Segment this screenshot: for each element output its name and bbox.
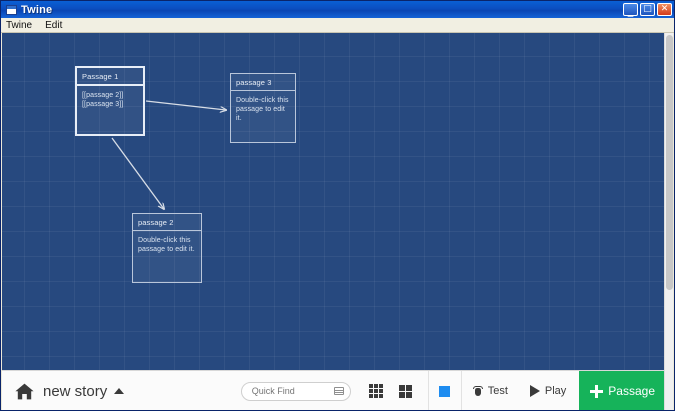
passage-excerpt: [[passage 2]] [[passage 3]] bbox=[82, 92, 124, 108]
grid-2x2-icon[interactable] bbox=[398, 384, 412, 398]
passage-node-passage-2[interactable]: passage 2 Double-click this passage to e… bbox=[132, 213, 202, 283]
home-button[interactable]: new story bbox=[2, 371, 134, 410]
add-passage-label: Passage bbox=[608, 384, 655, 398]
minimize-glyph: _ bbox=[627, 4, 634, 17]
close-glyph: ✕ bbox=[660, 4, 669, 14]
menu-item-edit[interactable]: Edit bbox=[45, 19, 63, 31]
passage-excerpt: Double-click this passage to edit it. bbox=[138, 237, 195, 253]
story-title: new story bbox=[43, 382, 108, 400]
quick-find-wrapper bbox=[240, 381, 351, 401]
menu-bar: Twine Edit bbox=[1, 18, 674, 33]
story-map-canvas[interactable]: Passage 1 [[passage 2]] [[passage 3]] pa… bbox=[2, 33, 667, 370]
close-button[interactable]: ✕ bbox=[657, 3, 672, 16]
grid-3x3-icon[interactable] bbox=[368, 384, 383, 398]
passage-node-passage-3[interactable]: passage 3 Double-click this passage to e… bbox=[230, 73, 296, 143]
bug-icon bbox=[472, 385, 483, 397]
add-passage-button[interactable]: Passage bbox=[579, 370, 667, 410]
test-button[interactable]: Test bbox=[462, 371, 519, 410]
play-label: Play bbox=[544, 385, 567, 397]
story-title-menu[interactable]: new story bbox=[43, 382, 125, 400]
zoom-level-button[interactable] bbox=[427, 370, 462, 410]
minimize-button[interactable]: _ bbox=[623, 3, 638, 16]
passage-title: Passage 1 bbox=[77, 68, 143, 86]
search-input[interactable] bbox=[240, 381, 351, 401]
title-bar: Twine _ □ ✕ bbox=[1, 1, 674, 18]
play-icon bbox=[529, 385, 540, 397]
maximize-button[interactable]: □ bbox=[640, 3, 655, 16]
bottom-toolbar: new story Test Play Passage bbox=[2, 370, 667, 410]
window-icon bbox=[6, 4, 17, 15]
passage-title: passage 3 bbox=[231, 74, 295, 91]
passage-node-passage-1[interactable]: Passage 1 [[passage 2]] [[passage 3]] bbox=[75, 66, 145, 136]
window-title: Twine bbox=[21, 3, 53, 16]
passage-excerpt: Double-click this passage to edit it. bbox=[236, 97, 289, 122]
link-passage1-to-passage3 bbox=[145, 100, 226, 110]
test-label: Test bbox=[487, 385, 508, 397]
keyboard-icon bbox=[333, 387, 344, 395]
menu-item-twine[interactable]: Twine bbox=[6, 19, 33, 31]
link-passage1-to-passage2 bbox=[111, 137, 164, 209]
window-controls: _ □ ✕ bbox=[623, 3, 674, 16]
maximize-glyph: □ bbox=[643, 4, 652, 14]
caret-up-icon bbox=[114, 388, 125, 394]
plus-icon bbox=[590, 384, 604, 398]
home-icon bbox=[15, 383, 34, 399]
play-button[interactable]: Play bbox=[519, 371, 577, 410]
passage-title: passage 2 bbox=[133, 214, 201, 231]
zoom-level-square bbox=[439, 385, 451, 397]
vertical-scrollbar-thumb[interactable] bbox=[666, 35, 673, 290]
vertical-scrollbar[interactable] bbox=[664, 33, 673, 410]
